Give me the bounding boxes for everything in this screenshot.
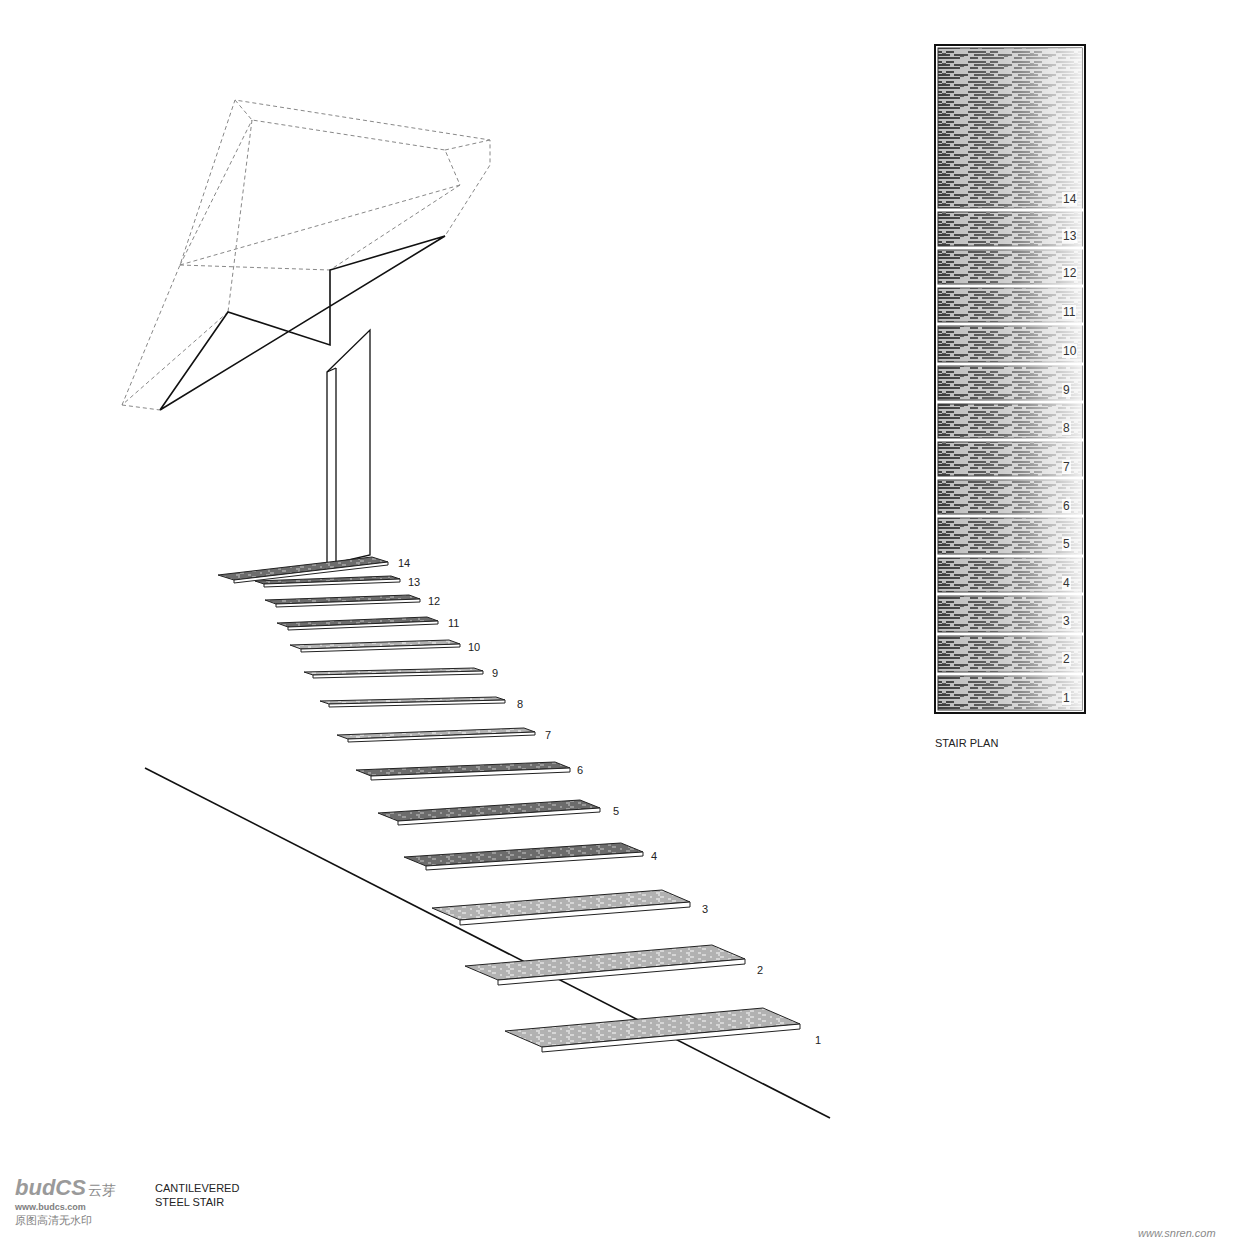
plan-number: 8 <box>1062 421 1071 435</box>
callout-number: 5 <box>613 804 619 818</box>
plan-number: 6 <box>1062 499 1071 513</box>
callout-number: 3 <box>702 902 708 916</box>
plan-number: 10 <box>1062 344 1077 358</box>
callout-number: 11 <box>448 616 459 630</box>
plan-number: 12 <box>1062 266 1077 280</box>
callout-number: 9 <box>492 666 498 680</box>
watermark-url: www.budcs.com <box>15 1202 86 1213</box>
callout-number: 7 <box>545 728 551 742</box>
callout-number: 1 <box>815 1033 821 1047</box>
plan-number: 4 <box>1062 576 1071 590</box>
callout-number: 4 <box>651 849 657 863</box>
watermark-text: 云芽 <box>88 1182 116 1198</box>
plan-title: STAIR PLAN <box>935 736 998 750</box>
plan-number: 3 <box>1062 614 1071 628</box>
callout-number: 14 <box>398 556 410 570</box>
callout-number: 8 <box>517 697 523 711</box>
caption: CANTILEVERED STEEL STAIR <box>155 1181 265 1209</box>
plan-number: 7 <box>1062 460 1071 474</box>
plan-number: 9 <box>1062 383 1071 397</box>
callout-number: 10 <box>468 640 480 654</box>
callout-number: 13 <box>408 575 420 589</box>
plan-number: 5 <box>1062 537 1071 551</box>
plan-number: 1 <box>1062 691 1071 705</box>
plan-number: 2 <box>1062 652 1071 666</box>
callout-number: 2 <box>757 963 763 977</box>
plan-number: 13 <box>1062 229 1077 243</box>
plan-number: 14 <box>1062 192 1077 206</box>
plan-number: 11 <box>1062 305 1076 319</box>
watermark-logo: budCS <box>15 1176 86 1200</box>
callout-number: 12 <box>428 594 440 608</box>
callout-number: 6 <box>577 763 583 777</box>
watermark-text: 原图高清无水印 <box>15 1214 92 1227</box>
watermark-url: www.snren.com <box>1138 1226 1216 1240</box>
